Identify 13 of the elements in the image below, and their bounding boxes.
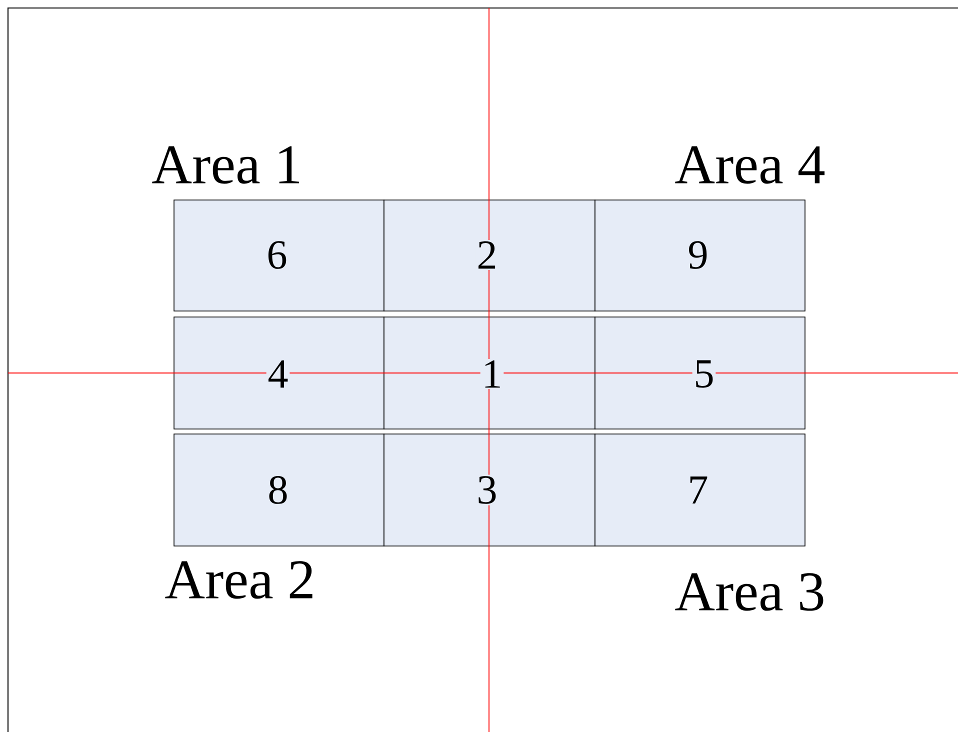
area-label: Area 4 <box>675 146 825 184</box>
cell-number: 9 <box>686 240 710 270</box>
cell-number: 2 <box>475 240 499 270</box>
cell-number: 7 <box>686 475 710 505</box>
cell-number: 8 <box>266 474 290 506</box>
cell-number: 6 <box>265 240 289 270</box>
area-label: Area 2 <box>165 561 312 599</box>
area-label: Area 3 <box>675 573 824 611</box>
cell-number: 4 <box>266 359 290 389</box>
cell-number: 3 <box>475 474 499 506</box>
cell-number: 1 <box>480 359 504 389</box>
area-label: Area 1 <box>152 146 300 184</box>
cell-number: 5 <box>692 358 716 390</box>
